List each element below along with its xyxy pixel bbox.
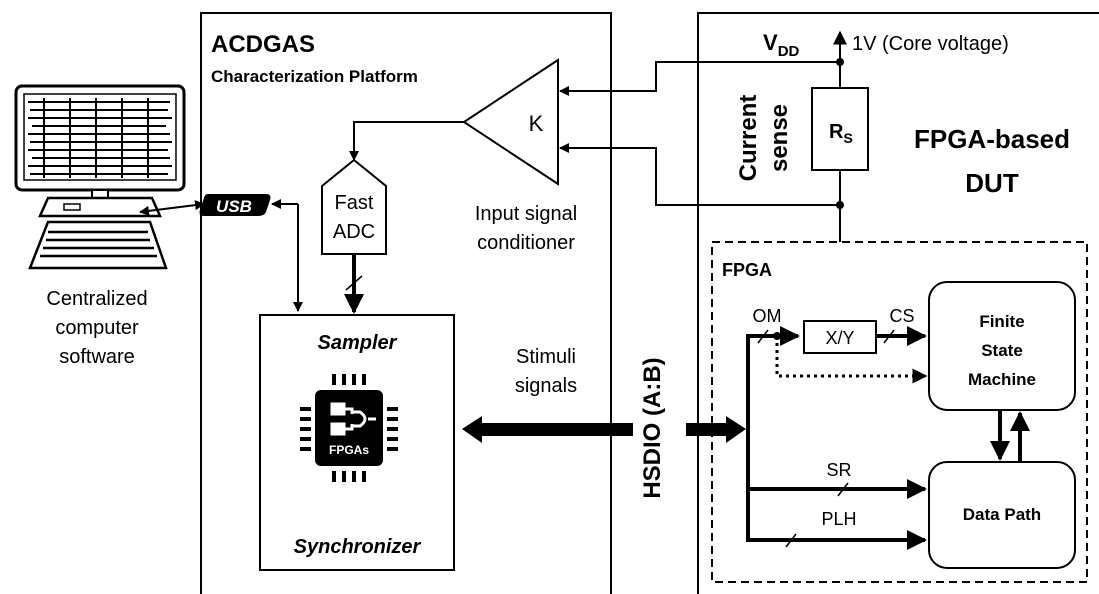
xy-label: X/Y [825, 328, 854, 348]
resistor-rs [811, 87, 869, 171]
sampler-label: Sampler [318, 332, 398, 354]
dut-title-line1: FPGA-based [914, 124, 1070, 154]
hsdio-label: HSDIO (A:B) [639, 357, 666, 498]
xy-block [803, 320, 877, 354]
dut-box [697, 12, 1099, 594]
usb-label: USB [216, 197, 252, 216]
amp-adc-link [349, 121, 464, 161]
plh-label: PLH [821, 509, 856, 529]
chip-label: FPGAs [329, 443, 369, 457]
conditioner-caption-line1: Input signal [475, 203, 577, 225]
fsm-label-line3: Machine [968, 370, 1036, 389]
computer-caption-line3: software [59, 346, 135, 368]
stimuli-arrow [462, 416, 633, 443]
current-sense-line1: Current [735, 95, 762, 182]
computer-caption-line2: computer [55, 317, 139, 339]
sense-wire-bottom [559, 143, 840, 206]
hsdio-arrow [686, 416, 746, 443]
sense-wire-top [559, 61, 840, 96]
fsm-label-line2: State [981, 341, 1023, 360]
plh-bus-slash [785, 533, 797, 548]
computer-caption-line1: Centralized [46, 288, 147, 310]
amplifier-block [462, 58, 559, 186]
computer-usb-link [139, 200, 205, 216]
core-voltage-label: 1V (Core voltage) [852, 33, 1009, 55]
datapath-block [928, 461, 1076, 569]
stimuli-label-line1: Stimuli [516, 346, 576, 368]
fast-adc-block [321, 158, 387, 255]
fast-adc-label-line2: ADC [333, 221, 375, 243]
fpga-title: FPGA [722, 260, 772, 280]
sr-bus-slash [837, 482, 849, 497]
platform-subtitle: Characterization Platform [211, 67, 418, 86]
platform-box [200, 12, 612, 594]
computer-icon [14, 84, 186, 270]
conditioner-caption-line2: conditioner [477, 232, 575, 254]
amplifier-gain-label: K [529, 111, 544, 136]
sr-label: SR [826, 460, 851, 480]
fpga-chip-icon: FPGAs [300, 374, 398, 482]
datapath-label: Data Path [963, 505, 1041, 524]
fsm-label-line1: Finite [979, 312, 1024, 331]
om-bus-slash [757, 329, 769, 344]
synchronizer-label: Synchronizer [294, 536, 422, 558]
usb-icon: USB [199, 194, 271, 216]
om-label: OM [753, 306, 782, 326]
vdd-label: VDD [763, 30, 800, 60]
current-sense-line2: sense [766, 104, 793, 172]
stimuli-label-line2: signals [515, 375, 577, 397]
fpga-box [711, 241, 1088, 583]
fast-adc-label-line1: Fast [335, 192, 374, 214]
cs-label: CS [889, 306, 914, 326]
cs-bus-slash [883, 329, 895, 344]
dut-title-line2: DUT [965, 168, 1019, 198]
adc-bus-slash [345, 275, 363, 291]
resistor-label: RS [829, 121, 853, 146]
platform-title: ACDGAS [211, 31, 315, 58]
